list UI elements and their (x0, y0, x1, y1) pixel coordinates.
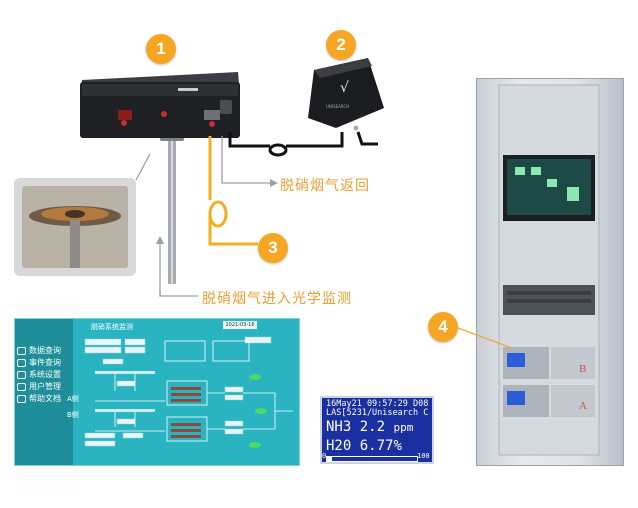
gas2-name: H20 (326, 438, 352, 454)
software-title: 脱硝系统监测 (91, 323, 133, 331)
gas1-unit: ppm (393, 421, 414, 434)
cabinet-contents (498, 84, 600, 456)
menu-item-settings[interactable]: 系统设置 (17, 369, 73, 380)
scale-min: 0 (322, 452, 327, 460)
help-icon (17, 394, 26, 403)
event-icon (17, 358, 26, 367)
fiber-cable (228, 131, 378, 157)
signal-bar (326, 456, 418, 462)
gas2-value: 6.77% (359, 438, 402, 454)
signal-bar-fill (327, 457, 333, 461)
user-icon (17, 382, 26, 391)
gear-icon (17, 370, 26, 379)
equipment-cabinet: B A (476, 78, 624, 466)
controller-box: √ UNISEARCH (308, 58, 384, 131)
gas1-name: NH3 (326, 419, 352, 435)
probe-zoom-inset (14, 178, 136, 276)
scale-max: 100 (417, 452, 430, 460)
side-label-b: B侧 (67, 411, 79, 419)
menu-item-data-query[interactable]: 数据查询 (17, 345, 73, 356)
display-gas2: H20 6.77% (326, 438, 402, 454)
gas1-value: 2.2 (359, 419, 386, 435)
monitoring-software-screen: 数据查询 事件查询 系统设置 用户管理 帮助文档 脱硝系统监测 2021-03-… (14, 318, 300, 466)
menu-item-users[interactable]: 用户管理 (17, 381, 73, 392)
badge-4: 4 (428, 312, 458, 342)
process-diagram (84, 336, 293, 448)
analyzer-display: 16May21 09:57:29 D08 T01 LAS[5231/Unisea… (320, 396, 449, 464)
display-status-line: 16May21 09:57:29 D08 T01 (326, 399, 449, 409)
badge-3: 3 (258, 233, 288, 263)
database-icon (17, 346, 26, 355)
display-gas1: NH3 2.2 ppm (326, 419, 413, 435)
svg-text:UNISEARCH: UNISEARCH (326, 104, 349, 109)
software-menu: 数据查询 事件查询 系统设置 用户管理 帮助文档 (15, 319, 73, 465)
drawer-label-b: B (579, 363, 587, 375)
leader-lines (135, 136, 278, 297)
return-caption: 脱硝烟气返回 (280, 178, 370, 194)
svg-text:√: √ (340, 80, 349, 96)
analyzer-box (80, 72, 240, 138)
inlet-caption: 脱硝烟气进入光学监测 (202, 291, 352, 307)
badge-1: 1 (146, 34, 176, 64)
menu-item-help[interactable]: 帮助文档 (17, 393, 73, 404)
display-instrument-line: LAS[5231/Unisearch C (326, 408, 429, 418)
badge-2: 2 (326, 30, 356, 60)
side-label-a: A侧 (67, 395, 79, 403)
return-line (208, 136, 258, 246)
software-timestamp: 2021-03-16 (223, 321, 257, 329)
menu-item-event-query[interactable]: 事件查询 (17, 357, 73, 368)
drawer-label-a: A (579, 400, 587, 412)
